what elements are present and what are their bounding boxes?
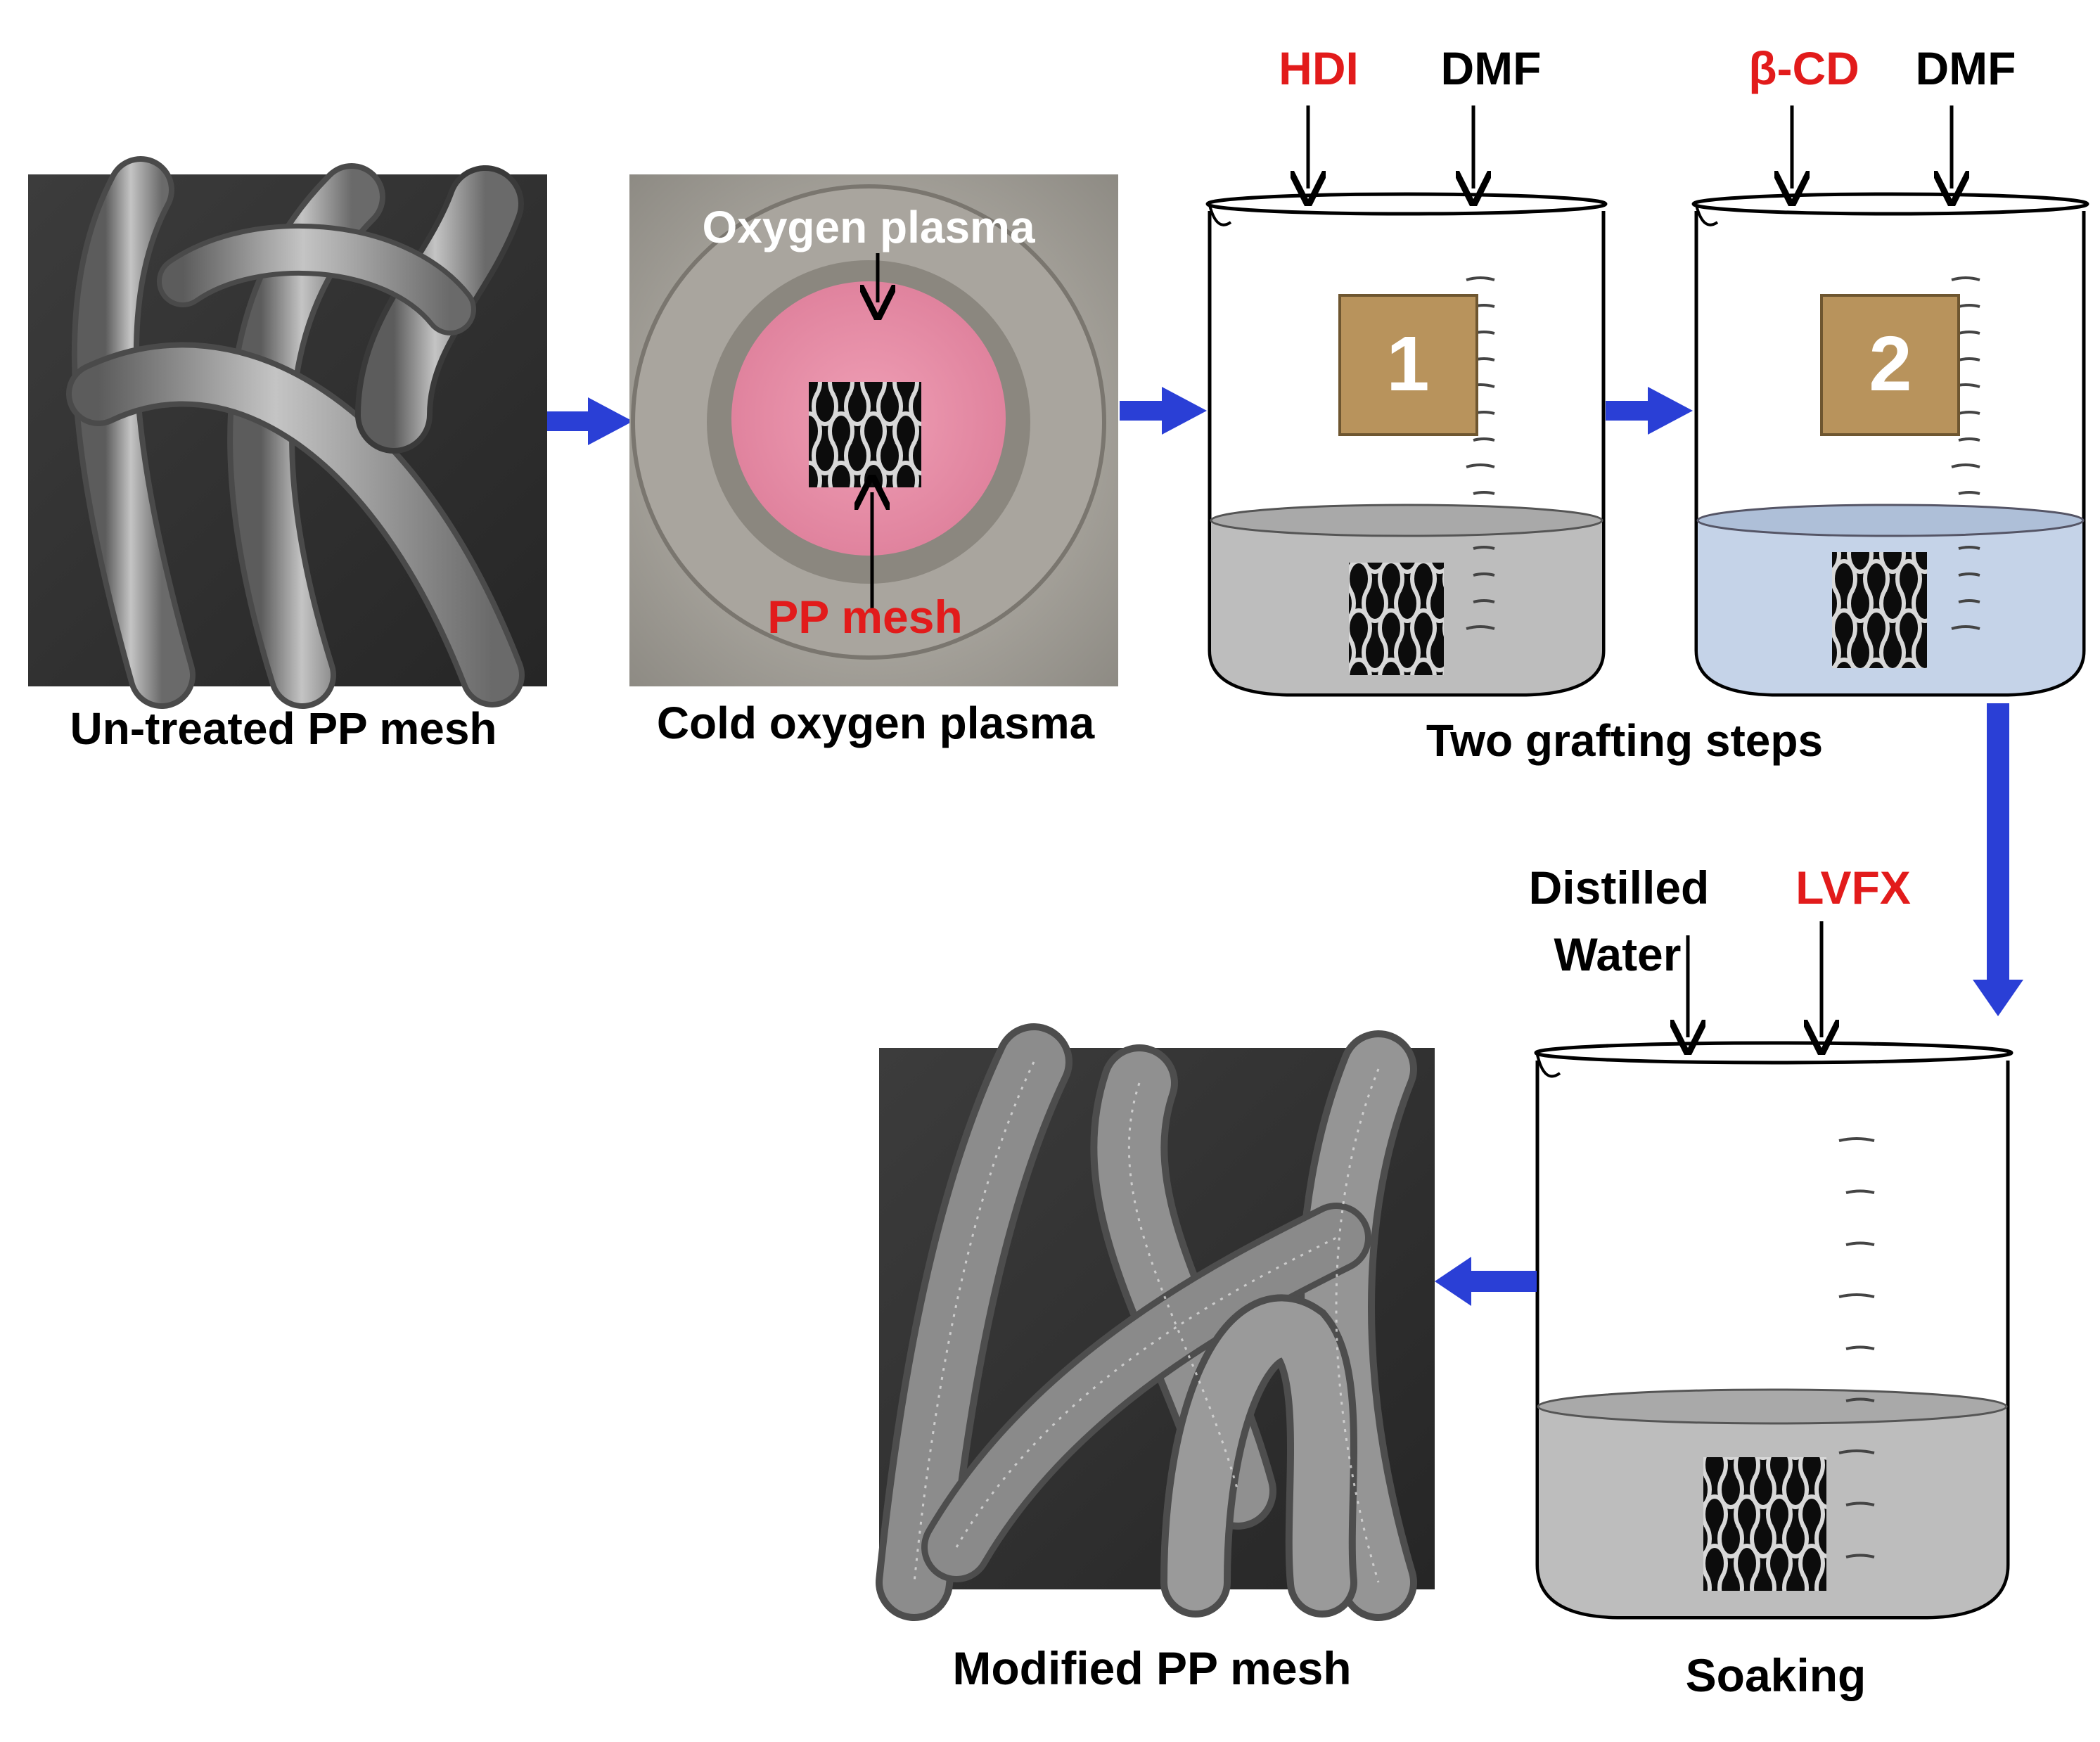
beaker-3-mesh xyxy=(1703,1457,1826,1591)
dmf-label-2: DMF xyxy=(1916,42,2016,94)
flow-arrow-4 xyxy=(1973,703,2023,1016)
water-label: Water xyxy=(1554,928,1682,980)
step-number-2: 2 xyxy=(1869,321,1912,407)
flow-arrow-2 xyxy=(1120,387,1207,435)
caption-soaking: Soaking xyxy=(1686,1649,1867,1701)
oxygen-plasma-label: Oxygen plasma xyxy=(702,202,1035,252)
caption-grafting: Two grafting steps xyxy=(1426,715,1823,766)
beaker-1-mesh xyxy=(1349,563,1444,675)
dmf-label-1: DMF xyxy=(1441,42,1542,94)
plasma-chamber-photo xyxy=(629,174,1118,686)
caption-modified: Modified PP mesh xyxy=(952,1642,1351,1694)
step-number-1: 1 xyxy=(1386,321,1429,407)
untreated-sem-image xyxy=(28,156,547,709)
flow-arrow-1 xyxy=(547,397,633,445)
distilled-label: Distilled xyxy=(1529,862,1710,914)
caption-plasma: Cold oxygen plasma xyxy=(657,698,1095,748)
pp-mesh-sample xyxy=(809,382,921,487)
beaker-1 xyxy=(1205,192,1608,697)
beaker-2 xyxy=(1691,192,2089,697)
beaker-2-mesh xyxy=(1832,552,1927,668)
caption-untreated: Un-treated PP mesh xyxy=(70,703,497,754)
pp-mesh-label: PP mesh xyxy=(767,591,963,643)
flow-arrow-5 xyxy=(1435,1257,1537,1306)
flow-arrow-3 xyxy=(1606,387,1693,435)
beta-cd-label: β-CD xyxy=(1748,42,1859,94)
beaker-3 xyxy=(1534,1041,2013,1620)
step-box-1 xyxy=(1338,294,1478,436)
hdi-label: HDI xyxy=(1279,42,1359,94)
modified-sem-image xyxy=(876,1023,1435,1621)
step-box-2 xyxy=(1820,294,1960,436)
lvfx-label: LVFX xyxy=(1795,862,1911,914)
